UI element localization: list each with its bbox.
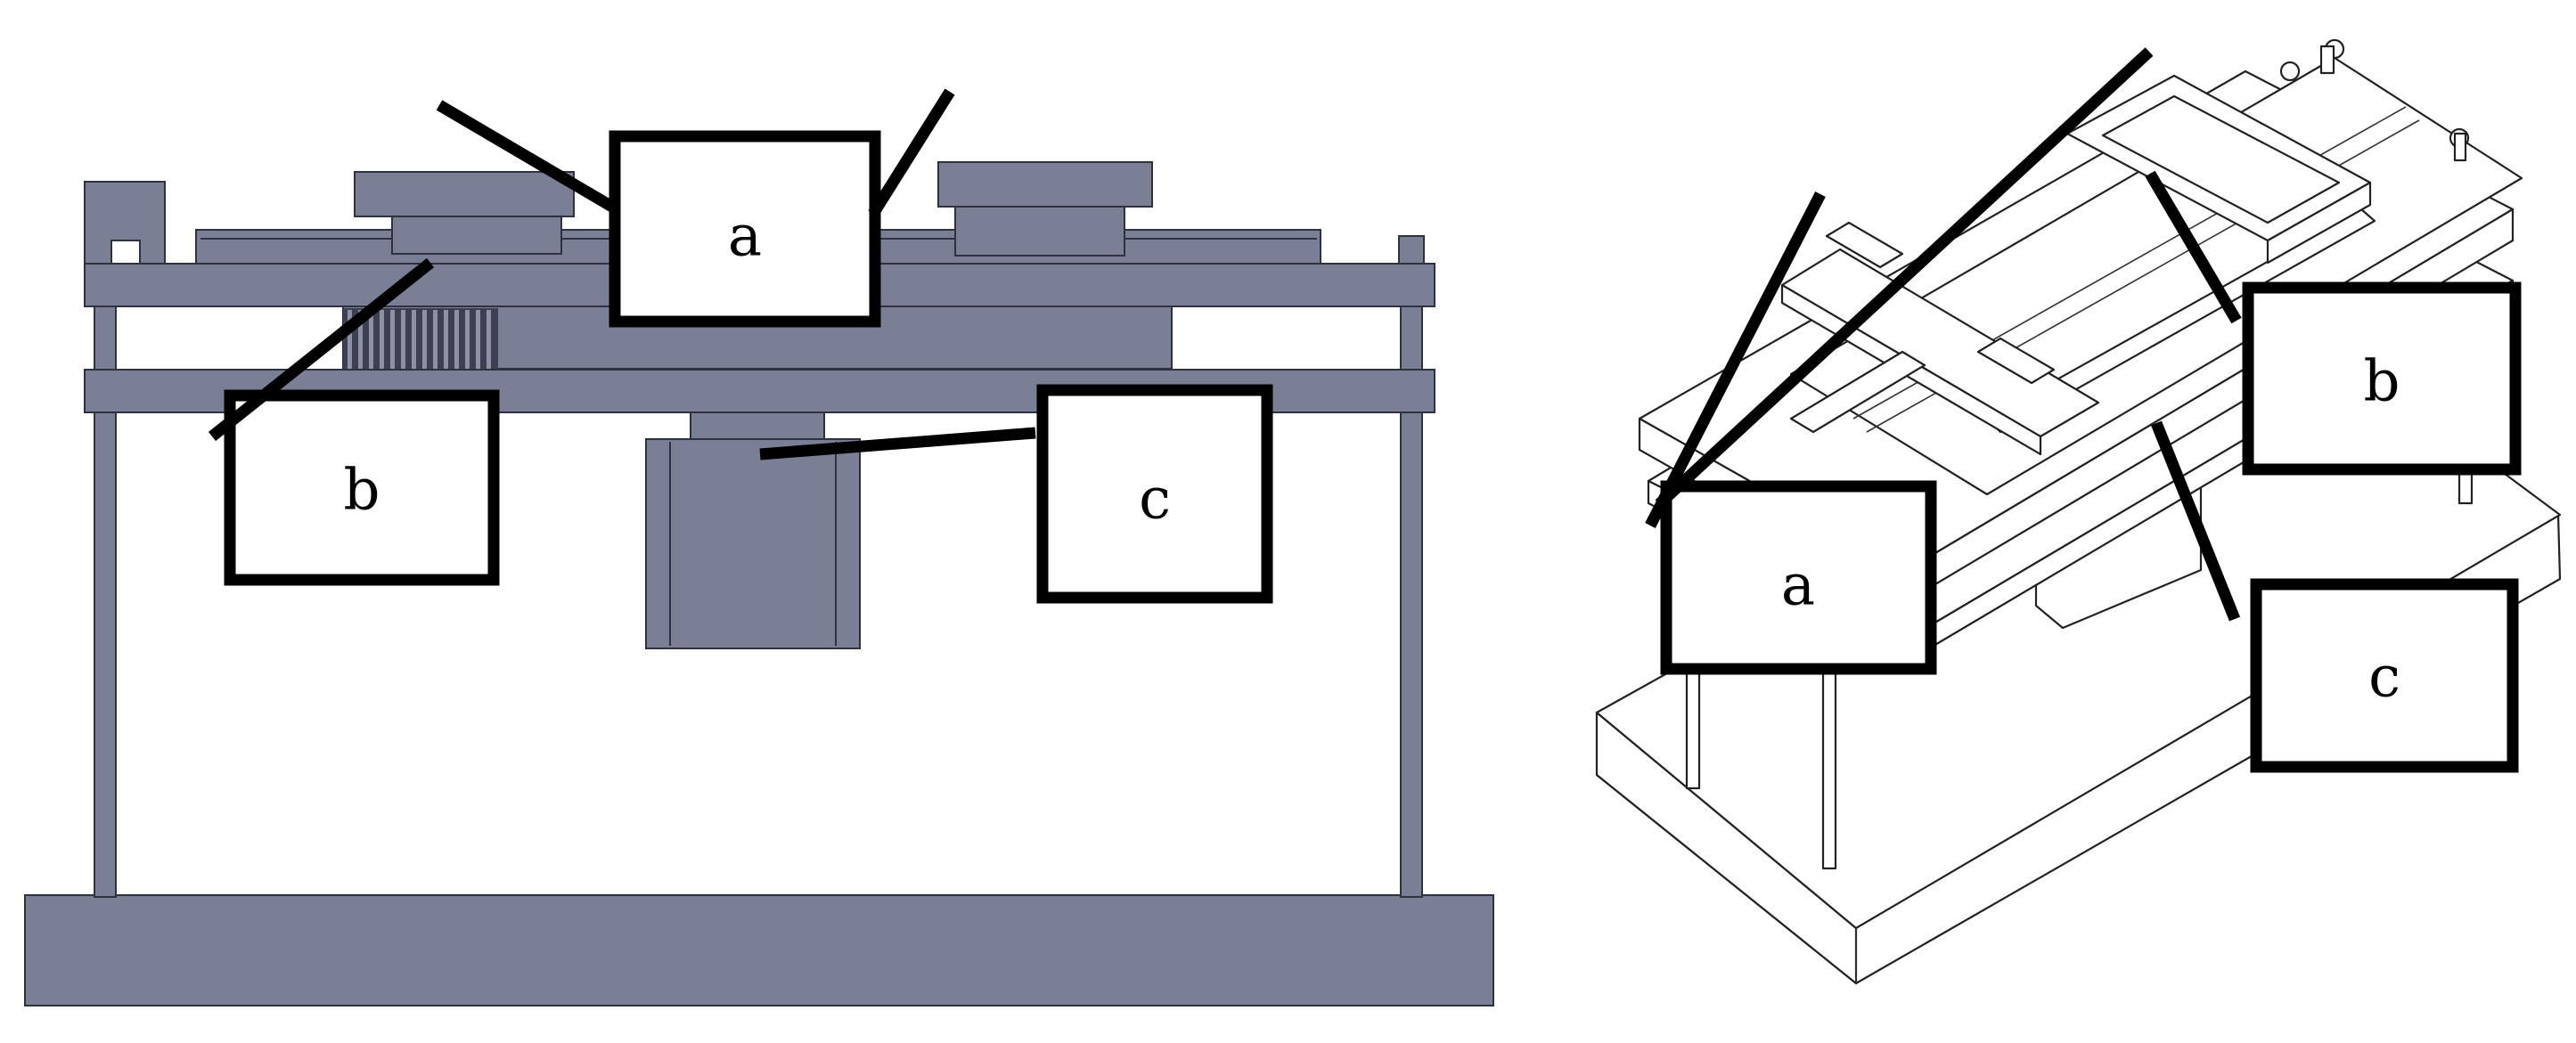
leader-a-left <box>436 100 620 215</box>
gear-tooth <box>412 310 416 369</box>
isometric-view: a b c <box>1595 38 2562 985</box>
callout-a-iso: a <box>1660 480 1937 675</box>
iso-upper-carriage <box>2065 38 2470 265</box>
gear-tooth <box>401 310 405 369</box>
iso-lower-carriage <box>1780 221 2100 456</box>
gear-tooth <box>348 310 352 369</box>
leader-b-iso <box>2145 170 2242 324</box>
leader-a-iso-2 <box>1645 191 1826 528</box>
gear-tooth <box>433 310 438 369</box>
right-slider-body <box>954 206 1125 257</box>
leader-a-iso-1 <box>1655 47 2154 509</box>
gear-tooth <box>465 310 470 369</box>
gear-tooth <box>454 310 459 369</box>
guide-post-left <box>94 235 117 898</box>
gear-tooth <box>358 310 363 369</box>
motor-body <box>645 438 861 649</box>
gear-tooth <box>476 310 480 369</box>
gear-tooth <box>444 310 448 369</box>
front-view: a b c <box>24 88 1494 1006</box>
label-c-iso: c <box>2368 645 2400 711</box>
callout-c-iso: c <box>2250 578 2519 773</box>
callout-b-iso: b <box>2242 281 2522 476</box>
gear-tooth <box>487 310 491 369</box>
leader-b <box>208 257 435 442</box>
gear-tooth <box>380 310 384 369</box>
callout-b-front: b <box>224 389 500 586</box>
leader-c <box>759 427 1036 460</box>
label-a-front: a <box>728 204 762 270</box>
callout-c-front: c <box>1036 384 1273 604</box>
leader-a-right <box>868 88 955 217</box>
left-slider-top <box>354 171 575 217</box>
right-slider-top <box>937 161 1153 208</box>
base-plate <box>24 894 1494 1006</box>
left-slider-body <box>391 216 562 255</box>
post-cap-right <box>1398 235 1425 266</box>
gear-tooth <box>369 310 373 369</box>
callout-a-front: a <box>609 130 881 328</box>
guide-post-right <box>1400 235 1423 898</box>
label-a-iso: a <box>1781 553 1815 619</box>
label-c-front: c <box>1139 467 1171 533</box>
label-b-iso: b <box>2364 349 2400 415</box>
leader-c-iso <box>2150 420 2241 622</box>
motor-shaft <box>690 411 825 440</box>
label-b-front: b <box>344 458 380 524</box>
gear-tooth <box>390 310 395 369</box>
gear-tooth <box>422 310 427 369</box>
